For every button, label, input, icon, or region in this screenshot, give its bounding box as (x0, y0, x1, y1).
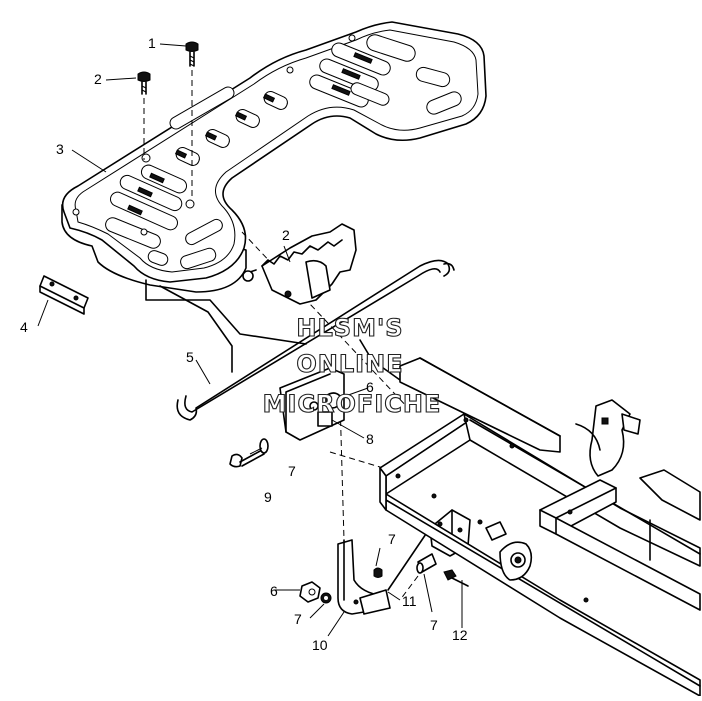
callout-7-lower: 7 (294, 611, 302, 627)
spacer-part-7 (416, 553, 437, 574)
callout-3: 3 (56, 141, 64, 157)
bolt-part-9 (229, 449, 265, 468)
washer-part-7-bottom (320, 592, 332, 604)
callout-2-top: 2 (94, 71, 102, 87)
callout-6-upper: 6 (366, 379, 374, 395)
washer-part-7-top (259, 438, 269, 454)
watermark-line-2: ONLINE (296, 350, 403, 378)
callout-labels: 1 2 2 3 4 5 6 6 7 7 7 7 8 9 10 11 12 (20, 35, 468, 653)
upper-bracket (242, 223, 357, 305)
callout-1: 1 (148, 35, 156, 51)
plate-part-11 (359, 527, 431, 615)
watermark-line-3: MICROFICHE (263, 390, 442, 418)
callout-leaders (37, 43, 463, 637)
callout-4: 4 (20, 319, 28, 335)
center-bracket (279, 339, 401, 441)
callout-7-mid: 7 (388, 531, 396, 547)
callout-11: 11 (402, 593, 417, 609)
rear-rack (61, 21, 487, 373)
callout-9: 9 (264, 489, 272, 505)
watermark: HLSM'S ONLINE MICROFICHE (262, 313, 442, 418)
bolt-part-2-top (137, 71, 151, 95)
callout-12: 12 (452, 627, 468, 643)
callout-7-right: 7 (430, 617, 438, 633)
callout-2-bracket: 2 (282, 227, 290, 243)
grab-bar-part-5 (176, 259, 455, 421)
bolt-part-12 (443, 569, 469, 587)
washer-part-7-mid (373, 567, 383, 578)
callout-8: 8 (366, 431, 374, 447)
callout-7-upper: 7 (288, 463, 296, 479)
bolt-part-1 (185, 41, 199, 67)
watermark-line-1: HLSM'S (296, 314, 403, 342)
reflector-part-4 (39, 275, 89, 315)
callout-5: 5 (186, 349, 194, 365)
callout-10: 10 (312, 637, 328, 653)
nut-part-6 (299, 581, 321, 603)
callout-6-lower: 6 (270, 583, 278, 599)
